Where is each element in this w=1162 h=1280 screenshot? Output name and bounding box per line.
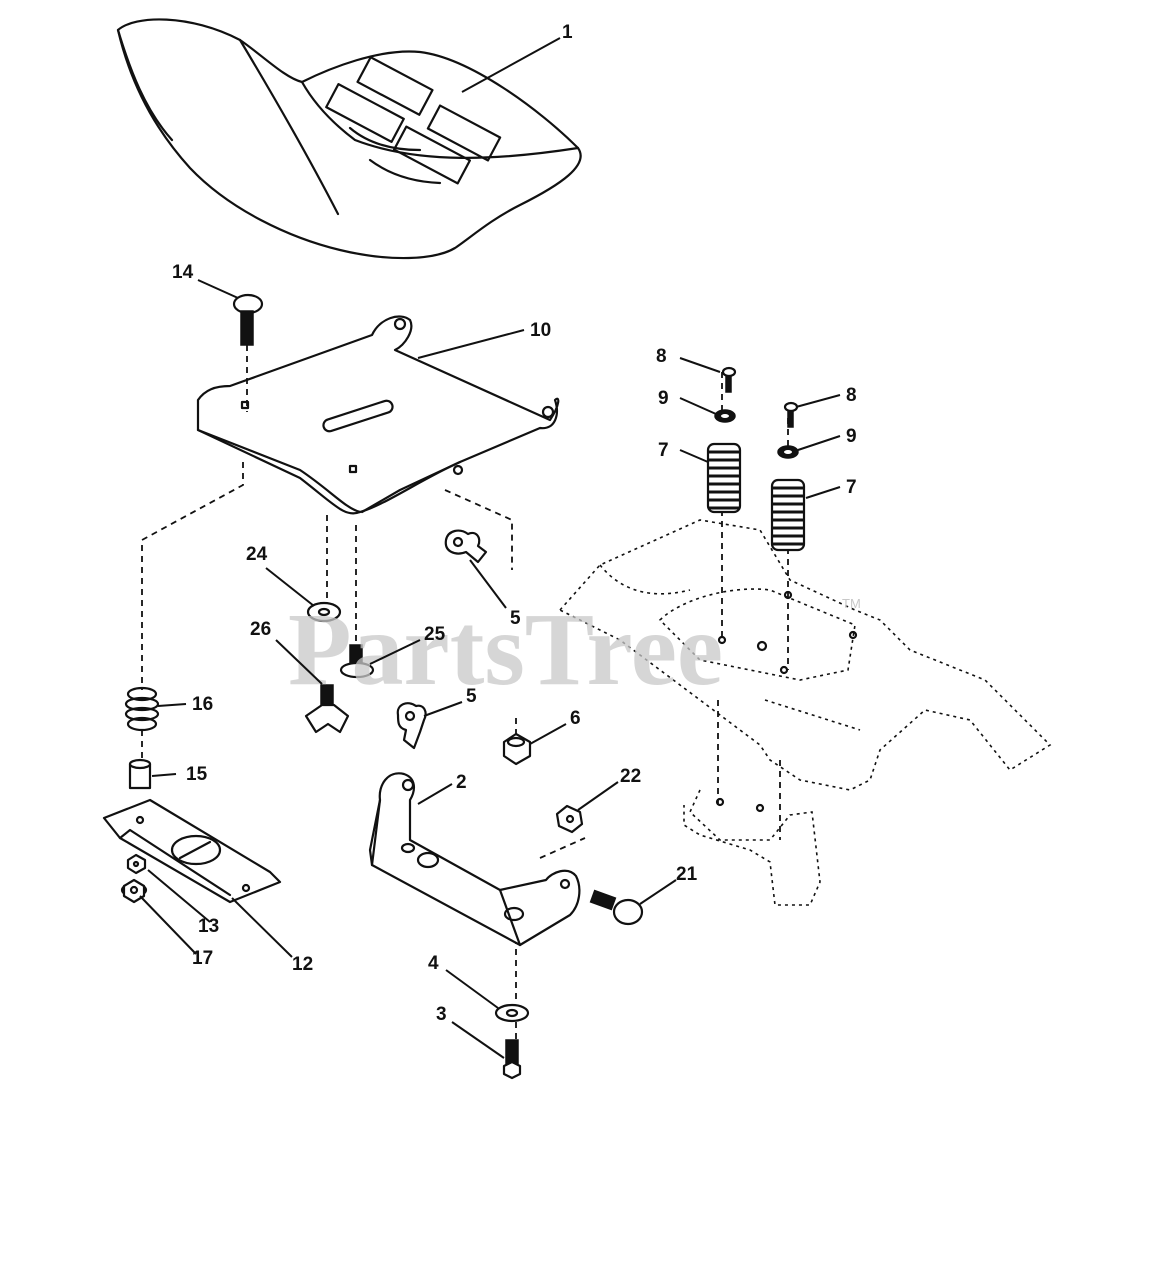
watermark: PartsTree TM [288,592,861,707]
callout-14: 14 [172,262,194,283]
part-knob-26 [304,684,350,734]
callout-5-upper: 5 [510,608,521,629]
part-spring-16 [124,686,160,732]
part-spring-7-left [706,442,742,514]
callout-8-right: 8 [846,385,857,406]
callout-8-left: 8 [656,346,667,367]
callout-labels: 1 14 10 8 9 7 8 9 7 24 5 26 25 16 5 6 15… [172,22,857,1025]
callout-26: 26 [250,619,271,640]
part-bolt-8-right [783,401,799,428]
callout-16: 16 [192,694,213,715]
watermark-text: PartsTree [288,592,723,707]
watermark-trademark: TM [842,596,861,611]
part-clip-5-lower [396,702,427,750]
part-seat-pan [196,315,560,515]
leader-lines [139,37,841,1059]
part-slide-plate-12 [102,798,282,904]
part-washer-9-right [777,445,799,459]
callout-24: 24 [246,544,268,565]
callout-15: 15 [186,764,208,785]
part-bushing-15 [128,758,152,790]
part-nut-22 [555,804,584,834]
part-fender-outline [558,519,1052,906]
part-washer-24 [306,601,342,623]
callout-7-left: 7 [658,440,669,461]
part-spring-7-right [770,478,806,552]
part-carriage-bolt-14 [232,293,264,346]
callout-1: 1 [562,22,573,43]
callout-9-right: 9 [846,426,857,447]
callout-21: 21 [676,864,698,885]
assembly-lines [141,345,789,1040]
part-washer-9-left [714,409,736,423]
callout-7-right: 7 [846,477,857,498]
callout-5-lower: 5 [466,686,477,707]
part-nut-13 [126,853,147,875]
callout-2: 2 [456,772,467,793]
callout-3: 3 [436,1004,447,1025]
callout-9-left: 9 [658,388,669,409]
callout-10: 10 [530,320,551,341]
callout-25: 25 [424,624,446,645]
part-bracket-2 [368,772,581,947]
part-bolt-3 [502,1039,522,1080]
part-clip-5-upper [444,529,488,564]
callout-17: 17 [192,948,213,969]
callout-12: 12 [292,954,313,975]
part-washer-4 [494,1003,530,1023]
part-bolt-21 [589,889,644,926]
callout-13: 13 [198,916,219,937]
callout-22: 22 [620,766,641,787]
callout-6: 6 [570,708,581,729]
part-bolt-25 [339,644,375,679]
part-seat [116,18,582,260]
callout-4: 4 [428,953,439,974]
part-locknut-17 [120,878,148,904]
part-locknut-6 [502,732,532,766]
part-bolt-8-left [721,366,737,393]
